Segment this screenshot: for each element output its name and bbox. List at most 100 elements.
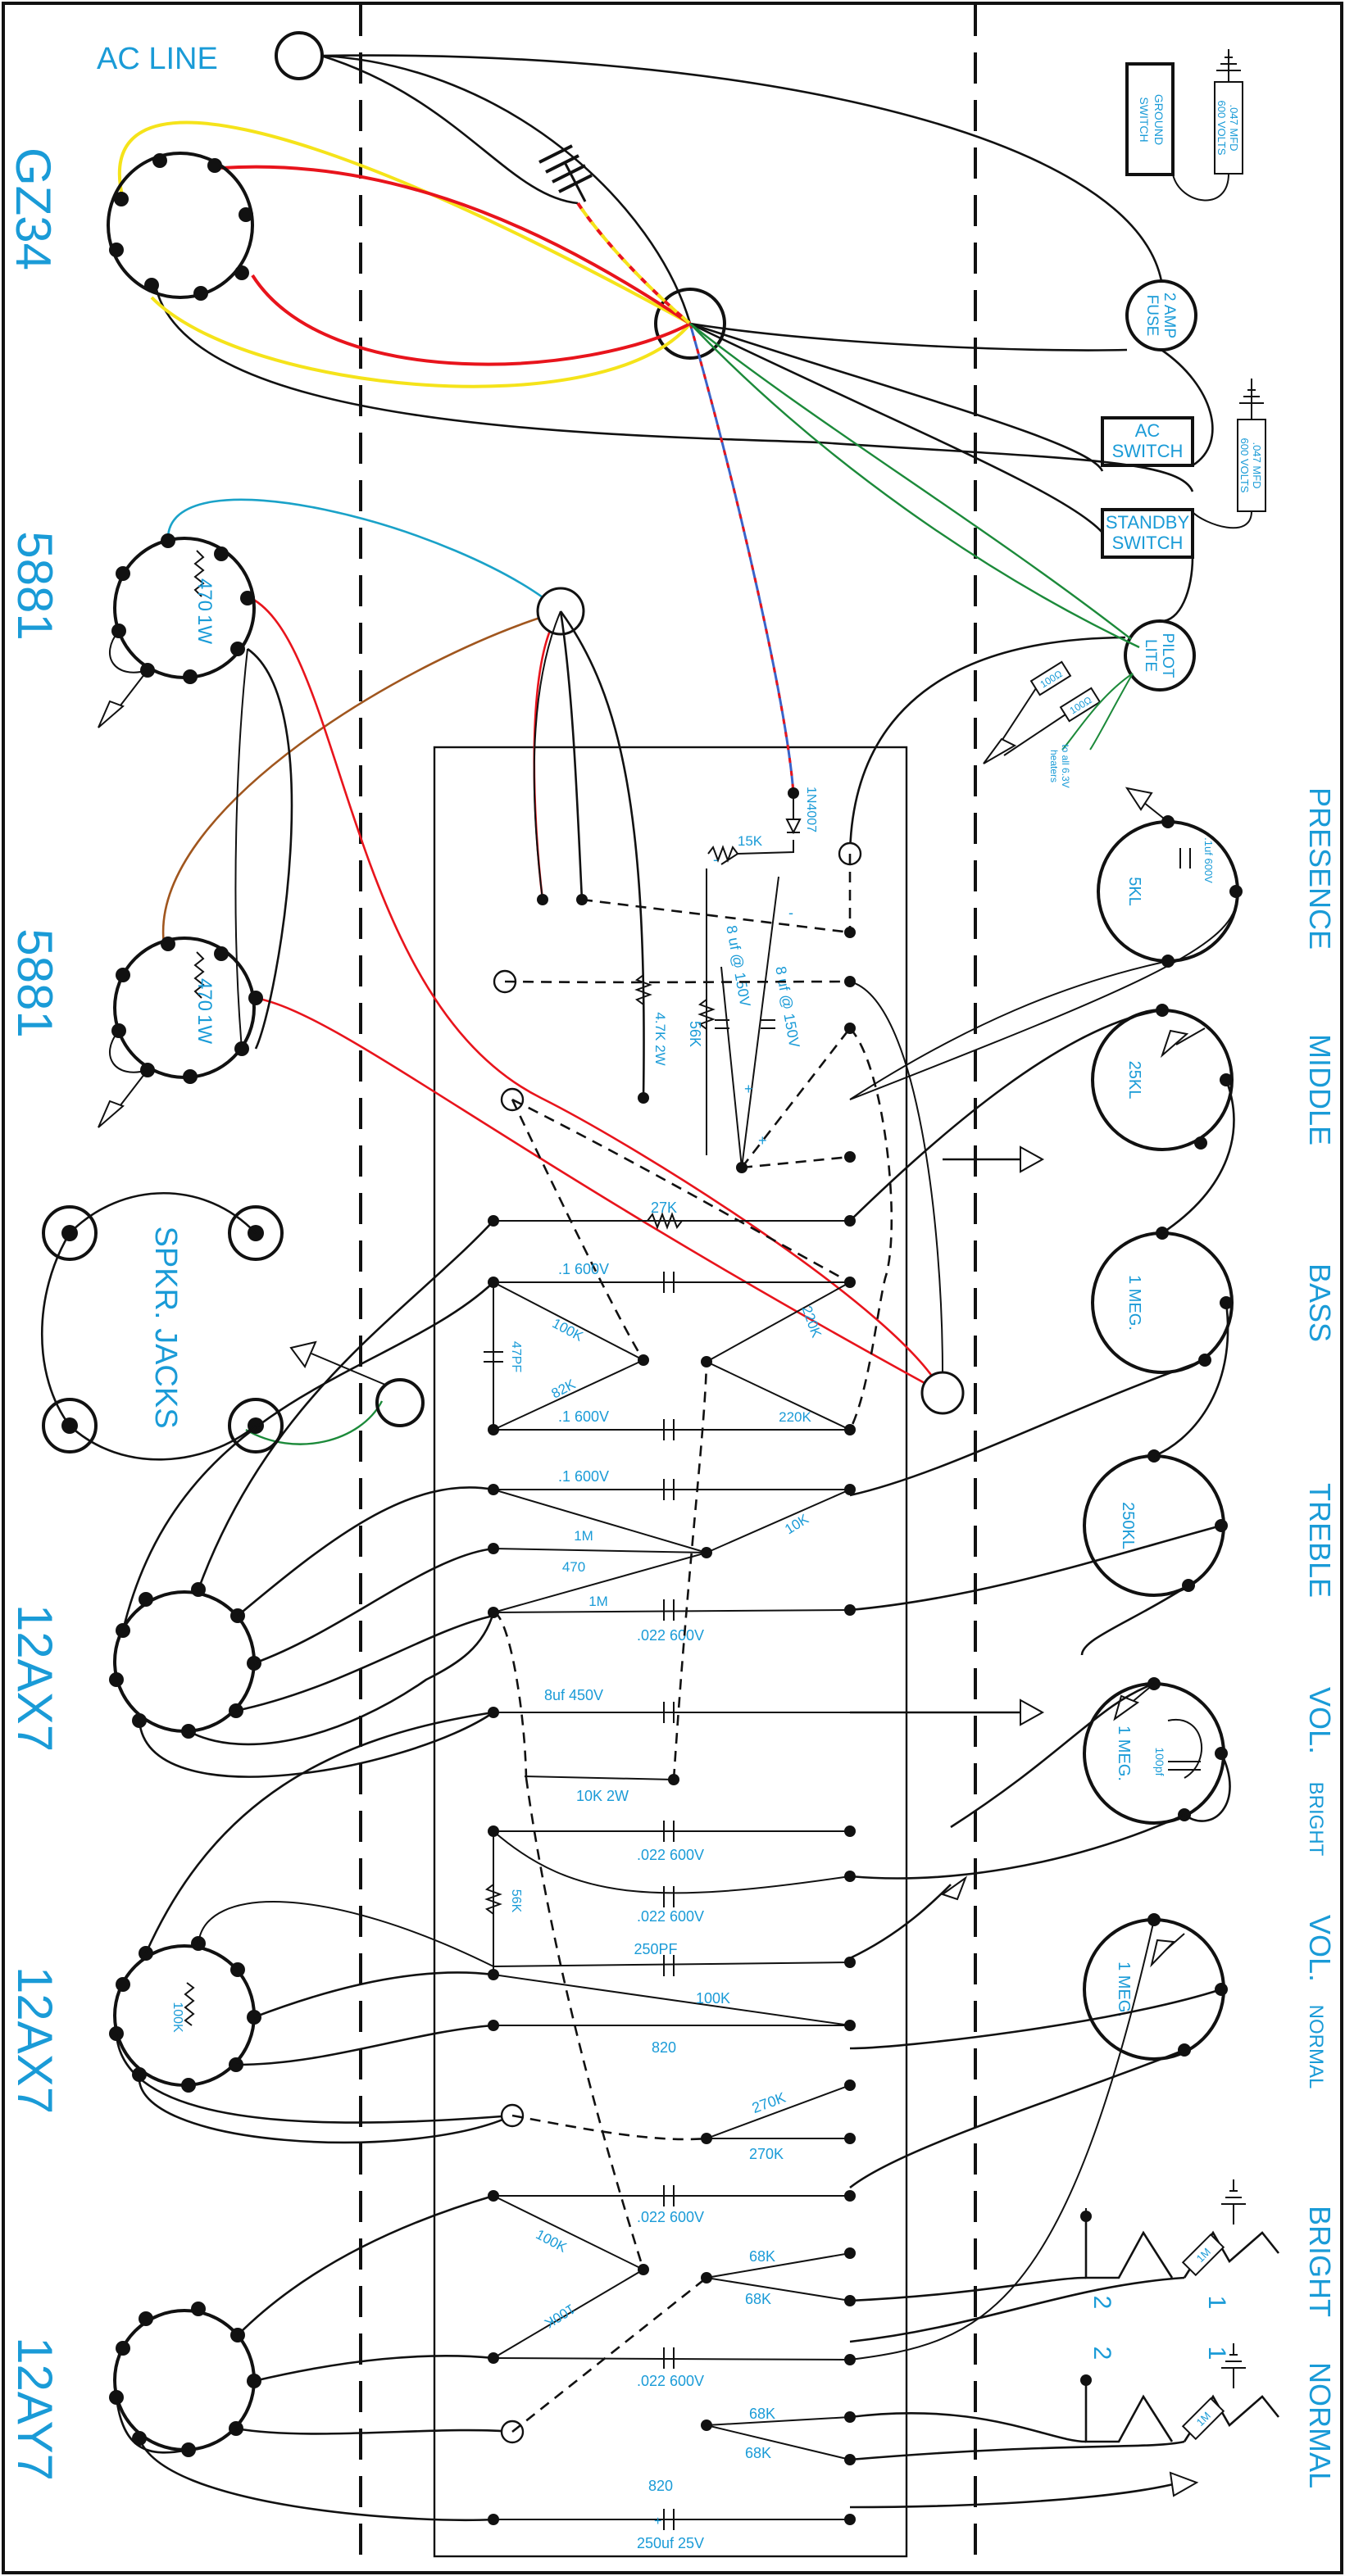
svg-text:25KL: 25KL <box>1125 1061 1143 1100</box>
svg-text:270K: 270K <box>749 2146 784 2162</box>
svg-text:.047 MFD: .047 MFD <box>1251 442 1263 488</box>
svg-text:250KL: 250KL <box>1119 1502 1137 1549</box>
svg-text:GROUND: GROUND <box>1152 94 1166 145</box>
svg-text:1N4007: 1N4007 <box>804 787 818 832</box>
svg-text:1W: 1W <box>193 1014 216 1044</box>
cap-047-top: .047 MFD 600 VOLTS <box>1172 49 1243 202</box>
svg-text:220K: 220K <box>798 1304 825 1340</box>
svg-text:8uf 450V: 8uf 450V <box>544 1687 603 1703</box>
middle-label: MIDDLE <box>1303 1034 1337 1145</box>
svg-text:270K: 270K <box>750 2089 788 2116</box>
standby-switch: STANDBY SWITCH <box>1101 508 1194 559</box>
pot-volume-normal[interactable]: 1 MEG. VOL. NORMAL <box>1083 1913 1337 2088</box>
colored-wiring <box>117 120 1140 1445</box>
svg-text:10K 2W: 10K 2W <box>576 1788 629 1804</box>
svg-text:.022 600V: .022 600V <box>637 2209 704 2225</box>
svg-text:1 MEG.: 1 MEG. <box>1115 1961 1133 2017</box>
svg-text:FUSE: FUSE <box>1143 295 1161 337</box>
svg-text:.022 600V: .022 600V <box>637 1908 704 1925</box>
svg-text:LITE: LITE <box>1142 639 1159 672</box>
svg-text:heaters: heaters <box>1048 750 1060 782</box>
svg-text:820: 820 <box>652 2039 676 2056</box>
svg-text:15K: 15K <box>738 833 763 849</box>
svg-text:AC: AC <box>1135 420 1161 441</box>
svg-text:4.7K 2W: 4.7K 2W <box>652 1012 668 1065</box>
svg-text:.022 600V: .022 600V <box>637 1627 704 1644</box>
star-ground-ring <box>654 288 726 360</box>
svg-text:2: 2 <box>1088 2296 1116 2310</box>
bright-label: BRIGHT <box>1303 2206 1337 2317</box>
pot-bass[interactable]: 1 MEG. BASS <box>1091 1227 1337 1374</box>
input-jacks-normal[interactable]: 1M 2 1 NORMAL <box>1080 2343 1337 2488</box>
svg-text:100K: 100K <box>170 2002 184 2033</box>
svg-text:.1 600V: .1 600V <box>558 1468 609 1485</box>
svg-text:5KL: 5KL <box>1125 877 1143 906</box>
vol-bright-sublabel: BRIGHT <box>1305 1782 1327 1857</box>
board-components: 1N4007 15K 8 uf @ 150V 8 uf @ 150V 56K +… <box>484 587 965 2551</box>
svg-text:68K: 68K <box>749 2406 775 2422</box>
presence-label: PRESENCE <box>1303 787 1337 950</box>
svg-text:27K: 27K <box>651 1200 677 1216</box>
svg-text:2 AMP: 2 AMP <box>1161 293 1178 338</box>
eyelet-board <box>433 746 908 2558</box>
svg-text:.022 600V: .022 600V <box>637 1847 704 1863</box>
fuse-holder: 2 AMP FUSE <box>1125 279 1197 351</box>
svg-text:1M: 1M <box>588 1594 608 1609</box>
svg-text:8 uf @ 150V: 8 uf @ 150V <box>723 924 753 1008</box>
tube-socket-5881-a: 470 1W 5881 <box>7 531 256 728</box>
svg-text:470: 470 <box>193 978 216 1011</box>
vol-normal-label: VOL. <box>1303 1915 1337 1982</box>
svg-text:1: 1 <box>1203 2347 1230 2361</box>
input-jacks-bright[interactable]: 1M 2 1 BRIGHT <box>1080 2179 1337 2317</box>
svg-text:56K: 56K <box>687 1021 703 1047</box>
ac-line-jack: AC LINE <box>97 31 324 80</box>
pot-middle[interactable]: 25KL MIDDLE <box>1091 1004 1337 1151</box>
tube-label-5881-b: 5881 <box>7 928 62 1037</box>
preamp-wiring <box>115 1220 513 2522</box>
power-tube-wiring <box>234 647 293 1050</box>
svg-text:600 VOLTS: 600 VOLTS <box>1215 101 1228 156</box>
svg-text:2: 2 <box>1088 2347 1116 2361</box>
svg-text:1 MEG.: 1 MEG. <box>1125 1275 1143 1331</box>
svg-text:1 MEG.: 1 MEG. <box>1115 1726 1133 1781</box>
svg-text:100K: 100K <box>550 1315 587 1345</box>
tube-socket-5881-b: 470 1W 5881 <box>7 928 263 1128</box>
ac-switch: AC SWITCH <box>1101 416 1194 467</box>
svg-text:.047 MFD: .047 MFD <box>1228 104 1240 151</box>
svg-text:68K: 68K <box>745 2445 771 2461</box>
svg-text:-: - <box>713 851 718 868</box>
pot-presence[interactable]: 5KL .1uf 600V PRESENCE <box>1097 787 1337 968</box>
bass-label: BASS <box>1303 1263 1337 1342</box>
svg-text:1W: 1W <box>193 615 216 644</box>
svg-text:-: - <box>788 905 793 921</box>
svg-text:+: + <box>654 2515 661 2528</box>
pot-treble[interactable]: 250KL TREBLE <box>1083 1449 1337 1598</box>
tube-label-12ax7-a: 12AX7 <box>7 1604 62 1752</box>
svg-text:SWITCH: SWITCH <box>1112 533 1184 553</box>
svg-text:220K: 220K <box>779 1409 811 1425</box>
speaker-jacks: SPKR. JACKS <box>41 1192 425 1461</box>
svg-text:68K: 68K <box>745 2291 771 2307</box>
tube-label-5881-a: 5881 <box>7 531 62 640</box>
tube-socket-12ay7: 12AY7 <box>7 2302 261 2481</box>
svg-text:PILOT: PILOT <box>1159 633 1176 678</box>
svg-text:1M: 1M <box>574 1528 593 1544</box>
pot-volume-bright[interactable]: 1 MEG. 100pf VOL. BRIGHT <box>1083 1677 1337 1857</box>
treble-label: TREBLE <box>1303 1483 1337 1598</box>
tube-socket-12ax7-a: 12AX7 <box>7 1582 261 1752</box>
ground-switch: GROUND SWITCH <box>1125 62 1175 176</box>
tube-socket-12ax7-b: 100K 12AX7 <box>7 1936 261 2114</box>
svg-text:600 VOLTS: 600 VOLTS <box>1238 438 1251 493</box>
cap-047-mid: .047 MFD 600 VOLTS <box>1192 379 1266 529</box>
vol-bright-label: VOL. <box>1303 1687 1337 1754</box>
svg-text:1: 1 <box>1203 2296 1230 2310</box>
control-wiring <box>849 891 1238 2509</box>
svg-text:SWITCH: SWITCH <box>1112 441 1184 461</box>
pilot-light: PILOT LITE 100Ω 100Ω to all 6.3V heaters <box>983 619 1196 788</box>
normal-label: NORMAL <box>1303 2362 1337 2488</box>
svg-text:250PF: 250PF <box>634 1941 677 1957</box>
svg-text:8 uf @ 150V: 8 uf @ 150V <box>772 965 802 1049</box>
eyelets-right <box>844 927 856 2525</box>
svg-text:47PF: 47PF <box>509 1341 523 1372</box>
